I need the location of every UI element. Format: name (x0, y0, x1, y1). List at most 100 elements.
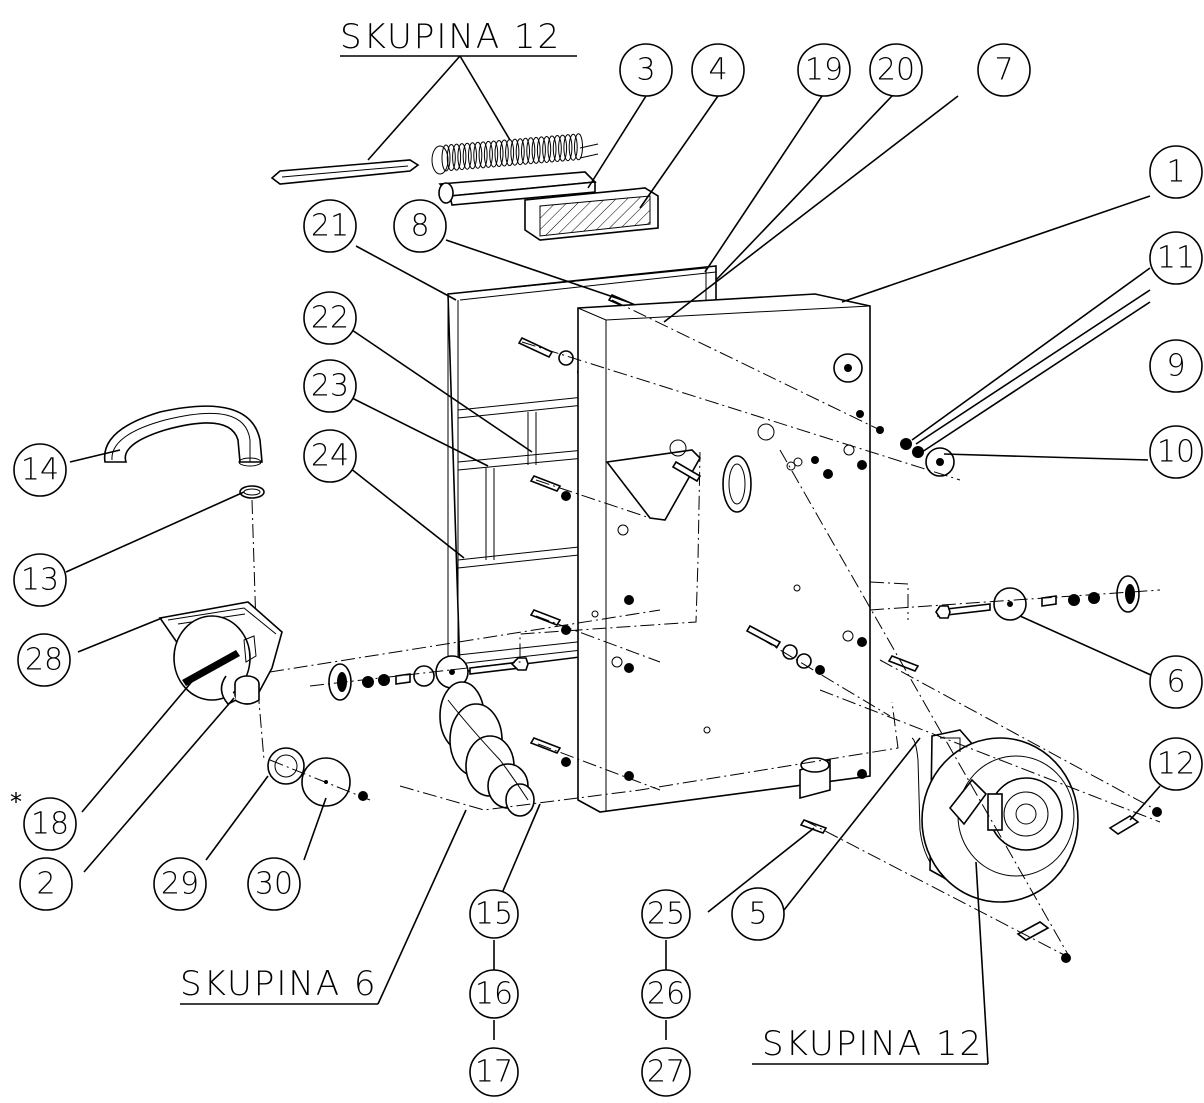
callout-21: 21 (303, 199, 357, 253)
spring-coil (510, 138, 520, 166)
callout-27-text: 27 (647, 1055, 685, 1090)
leader-lines (65, 95, 1163, 1065)
group-label-top-text: SKUPINA 12 (340, 17, 561, 57)
right-fasteners (811, 410, 955, 477)
callout-7-text: 7 (994, 53, 1013, 88)
callout-8: 8 (393, 199, 447, 253)
spring-coil (531, 136, 541, 164)
callout-24: 24 (303, 429, 357, 483)
spring-coil (468, 142, 477, 170)
callout-14: 14 (13, 443, 67, 497)
spring-coil (473, 141, 483, 169)
callout-6-text: 6 (1166, 665, 1185, 700)
callout-8-text: 8 (410, 209, 429, 244)
callout-20: 20 (869, 43, 923, 97)
callout-15-text: 15 (475, 897, 513, 932)
callout-14-text: 14 (21, 453, 59, 488)
pipe-part-14 (103, 405, 263, 467)
callout-7: 7 (977, 43, 1031, 97)
callout-11-text: 11 (1157, 241, 1195, 276)
tension-spring-part (431, 133, 599, 175)
channel-part-3 (438, 171, 597, 206)
spring-coil (574, 133, 583, 161)
spring-coil (558, 134, 568, 162)
callout-13-text: 13 (21, 563, 59, 598)
callout-18-text: 18 (31, 807, 69, 842)
callout-29: 29 (153, 857, 207, 911)
spring-pin-part (270, 159, 420, 185)
callout-29-text: 29 (161, 867, 199, 902)
callout-9-text: 9 (1166, 349, 1185, 384)
callout-27: 27 (641, 1047, 691, 1097)
callout-11: 11 (1149, 231, 1203, 285)
spring-coil (457, 143, 467, 171)
spring-coil (483, 140, 493, 168)
spring-coil (478, 141, 488, 169)
disc-part-30 (301, 757, 368, 807)
callout-12-text: 12 (1157, 747, 1195, 782)
spring-coil (547, 135, 557, 163)
asterisk-note-mark: * (10, 788, 22, 816)
callout-26: 26 (641, 969, 691, 1019)
callout-1: 1 (1149, 145, 1203, 199)
spring-coil (446, 144, 456, 172)
spring-coil (499, 139, 509, 167)
callout-24-text: 24 (311, 439, 349, 474)
spring-coil (552, 135, 562, 163)
callout-18: 18 (23, 797, 77, 851)
callout-25: 25 (641, 889, 691, 939)
spring-coil (515, 138, 525, 166)
callout-17: 17 (469, 1047, 519, 1097)
callout-12: 12 (1149, 737, 1203, 791)
callout-23-text: 23 (311, 369, 349, 404)
callout-23: 23 (303, 359, 357, 413)
spring-coil (452, 143, 462, 171)
spring-coil (526, 137, 536, 165)
group-label-skupina-6: SKUPINA 6 (180, 964, 378, 1004)
spring-coil (568, 133, 578, 161)
callout-1-text: 1 (1166, 155, 1185, 190)
callout-16: 16 (469, 969, 519, 1019)
fan-assembly (911, 729, 1079, 903)
callout-15: 15 (469, 889, 519, 939)
callout-30: 30 (247, 857, 301, 911)
spring-coil (536, 136, 546, 164)
callout-16-text: 16 (475, 977, 513, 1012)
callout-9: 9 (1149, 339, 1203, 393)
spring-coil (505, 139, 515, 167)
callout-20-text: 20 (877, 53, 915, 88)
axle-assembly-right (935, 575, 1140, 621)
callout-10: 10 (1149, 425, 1203, 479)
spring-coil (563, 134, 573, 162)
spring-coil (542, 135, 552, 163)
spring-coil (521, 137, 530, 165)
callout-10-text: 10 (1157, 435, 1195, 470)
callout-28-text: 28 (25, 643, 63, 678)
spring-coil (494, 140, 504, 167)
callout-13: 13 (13, 553, 67, 607)
spring-coil (489, 140, 499, 168)
callout-4: 4 (691, 43, 745, 97)
main-housing-part-1 (577, 293, 920, 834)
group-label-skupina-12-bottom: SKUPINA 12 (762, 1024, 983, 1064)
callout-5-text: 5 (748, 897, 767, 932)
callout-30-text: 30 (255, 867, 293, 902)
callout-5: 5 (731, 887, 785, 941)
ring-part-29 (267, 747, 305, 785)
callout-21-text: 21 (311, 209, 349, 244)
callout-19-text: 19 (805, 53, 843, 88)
auger-assembly (439, 681, 535, 817)
callout-19: 19 (797, 43, 851, 97)
callout-22: 22 (303, 291, 357, 345)
callout-4-text: 4 (708, 53, 727, 88)
block-part-4 (524, 187, 659, 241)
callout-17-text: 17 (475, 1055, 513, 1090)
callout-25-text: 25 (647, 897, 685, 932)
callout-3: 3 (619, 43, 673, 97)
spring-coil (462, 142, 472, 170)
callout-28: 28 (17, 633, 71, 687)
group-label-top: SKUPINA 12 (340, 17, 577, 161)
callout-2: 2 (19, 857, 73, 911)
spring-coil (441, 144, 451, 172)
